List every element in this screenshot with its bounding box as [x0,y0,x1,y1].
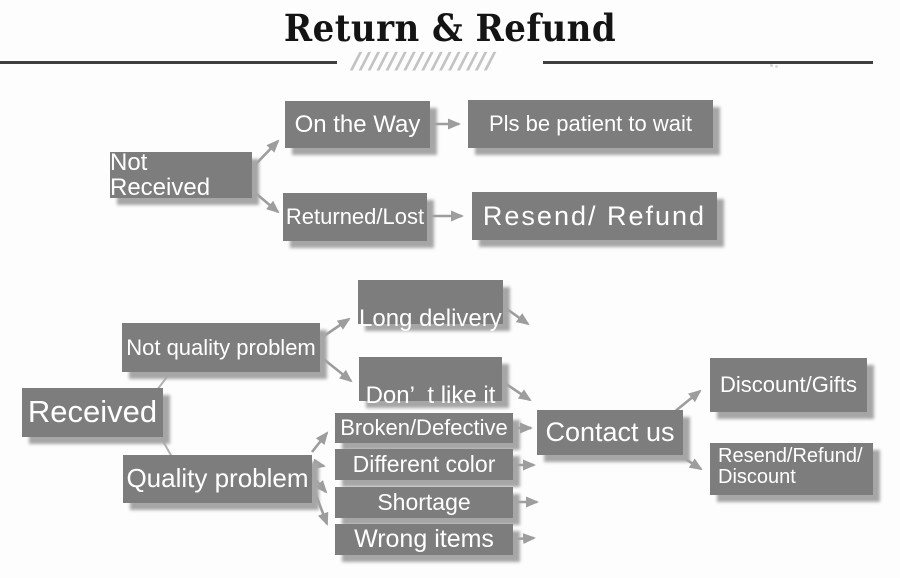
arrow-notreceived-returnedlost [252,190,280,214]
node-long-delivery: Long delivery [358,280,503,331]
arrow-wrongitems-contact [514,533,536,545]
arrow-dontlike-contact [502,380,532,402]
node-label: Don’ t like it [365,381,496,409]
node-resend-refund: Resend/ Refund [472,192,717,240]
node-label: Contact us [545,417,675,448]
arrow-quality-wrongitems [311,486,329,526]
node-label: Received [27,394,158,430]
node-resend-refund-discount: Resend/Refund/ Discount [710,443,873,495]
node-shortage: Shortage [335,487,513,518]
node-label: Quality problem [126,463,309,494]
arrow-longdelivery-out [503,305,530,326]
node-label: Broken/Defective [340,415,508,441]
node-label: Different color [352,451,496,478]
node-label: Wrong items [354,525,494,554]
header-slashes-decoration: //////////////// [347,48,500,76]
artifact-dots [770,64,773,67]
node-dont-like-it: Don’ t like it [359,357,502,408]
node-received: Received [22,388,163,437]
node-on-the-way: On the Way [285,101,430,148]
arrow-notquality-dontlike [320,355,353,383]
arrow-quality-diffcolor [312,458,326,470]
node-discount-gifts: Discount/Gifts [710,358,867,412]
node-label: Shortage [377,489,471,516]
node-pls-be-patient: Pls be patient to wait [468,100,713,148]
node-contact-us: Contact us [537,410,683,455]
node-label: Not quality problem [126,334,316,360]
node-label: Resend/Refund/ Discount [718,445,863,488]
node-not-received: Not Received [110,148,252,201]
node-label: Discount/Gifts [720,372,857,398]
node-not-quality-problem: Not quality problem [122,323,320,372]
arrow-quality-shortage [312,476,328,494]
node-label: Long delivery [359,304,502,332]
arrow-notreceived-ontheway [252,139,280,168]
arrow-notquality-longdelivery [320,317,351,340]
node-label: On the Way [294,110,421,138]
node-broken-defective: Broken/Defective [335,413,513,443]
node-wrong-items: Wrong items [335,524,513,555]
node-different-color: Different color [335,449,513,480]
node-label: Not Received [110,148,211,201]
node-returned-lost: Returned/Lost [283,193,427,241]
header-rule-left [0,61,337,64]
node-label: Resend/ Refund [482,200,707,231]
arrow-quality-broken [310,431,329,453]
node-label: Pls be patient to wait [488,111,692,137]
header-rule-right [543,61,873,64]
node-quality-problem: Quality problem [123,455,312,503]
page-title: Return & Refund [283,6,617,50]
node-label: Returned/Lost [285,204,425,230]
link-received-quality [159,435,173,458]
